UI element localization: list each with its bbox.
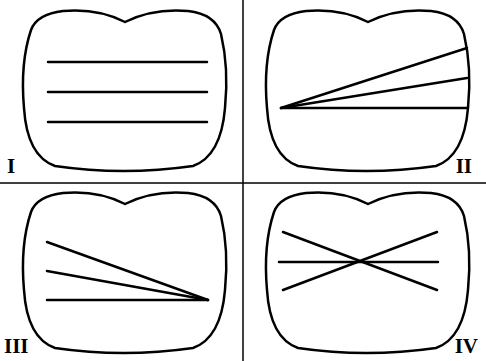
divider-line	[0, 182, 486, 184]
converging-lines	[47, 242, 208, 300]
panel-label: I	[7, 156, 15, 177]
divider-line	[242, 0, 244, 361]
tooth-outline	[23, 10, 226, 171]
tooth-outline	[266, 192, 469, 353]
tooth-outline	[23, 192, 226, 353]
crossing-lines	[279, 232, 438, 290]
parallel-lines	[48, 62, 207, 122]
diverging-lines	[281, 48, 467, 108]
panel-label: III	[4, 336, 29, 357]
panel-label: IV	[455, 336, 478, 357]
panel-label: II	[456, 156, 472, 177]
tooth-outline	[266, 10, 469, 171]
